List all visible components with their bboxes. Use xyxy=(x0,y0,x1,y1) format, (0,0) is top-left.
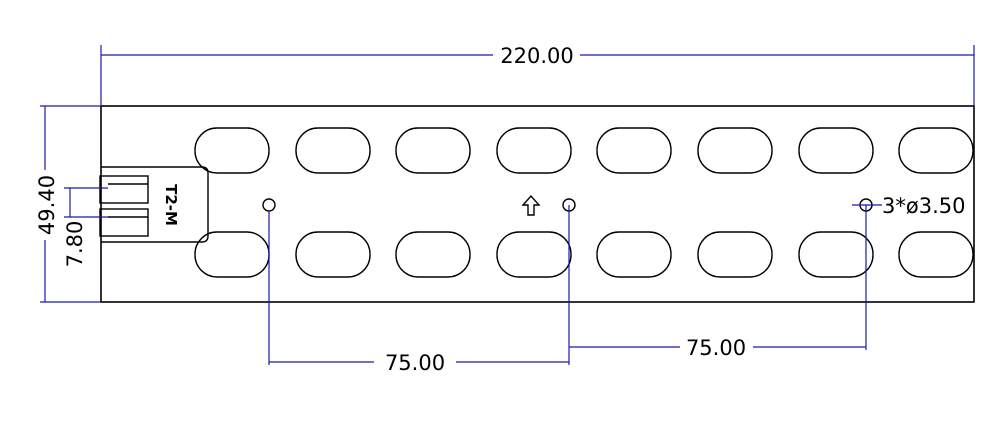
overall-length-value: 220.00 xyxy=(500,44,573,68)
led-pad xyxy=(898,231,974,278)
led-pad-row-top xyxy=(194,127,974,174)
led-pad-row-bottom xyxy=(194,231,974,278)
led-pad xyxy=(697,127,773,174)
dimension-overall-width xyxy=(40,105,101,303)
connector-label: T2-M xyxy=(162,184,180,226)
led-pad xyxy=(194,231,270,278)
led-pad xyxy=(496,127,572,174)
led-pad xyxy=(898,127,974,174)
led-pad xyxy=(295,231,371,278)
hole-callout: 3*ø3.50 xyxy=(882,194,965,218)
dimension-overall-length xyxy=(100,45,975,106)
led-pad xyxy=(798,231,874,278)
connector-pin xyxy=(99,175,149,204)
dimension-hole-spacing xyxy=(268,205,867,365)
direction-arrow-icon xyxy=(521,194,541,216)
overall-width-value: 49.40 xyxy=(35,175,59,235)
led-pad xyxy=(395,231,471,278)
pin-spacing-value: 7.80 xyxy=(63,221,87,268)
led-pad xyxy=(496,231,572,278)
led-pad xyxy=(596,231,672,278)
connector-pin xyxy=(99,208,149,237)
connector xyxy=(99,166,209,243)
board-outline xyxy=(100,105,975,303)
led-pad xyxy=(596,127,672,174)
led-pad xyxy=(295,127,371,174)
led-pad xyxy=(194,127,270,174)
dimension-pin-spacing xyxy=(64,187,108,218)
led-pad xyxy=(395,127,471,174)
hole-spacing-right-value: 75.00 xyxy=(686,336,746,360)
led-pad xyxy=(697,231,773,278)
mounting-hole xyxy=(262,198,276,212)
led-pad xyxy=(798,127,874,174)
hole-spacing-left-value: 75.00 xyxy=(385,351,445,375)
mounting-holes xyxy=(262,198,873,212)
connector-body xyxy=(101,166,209,243)
